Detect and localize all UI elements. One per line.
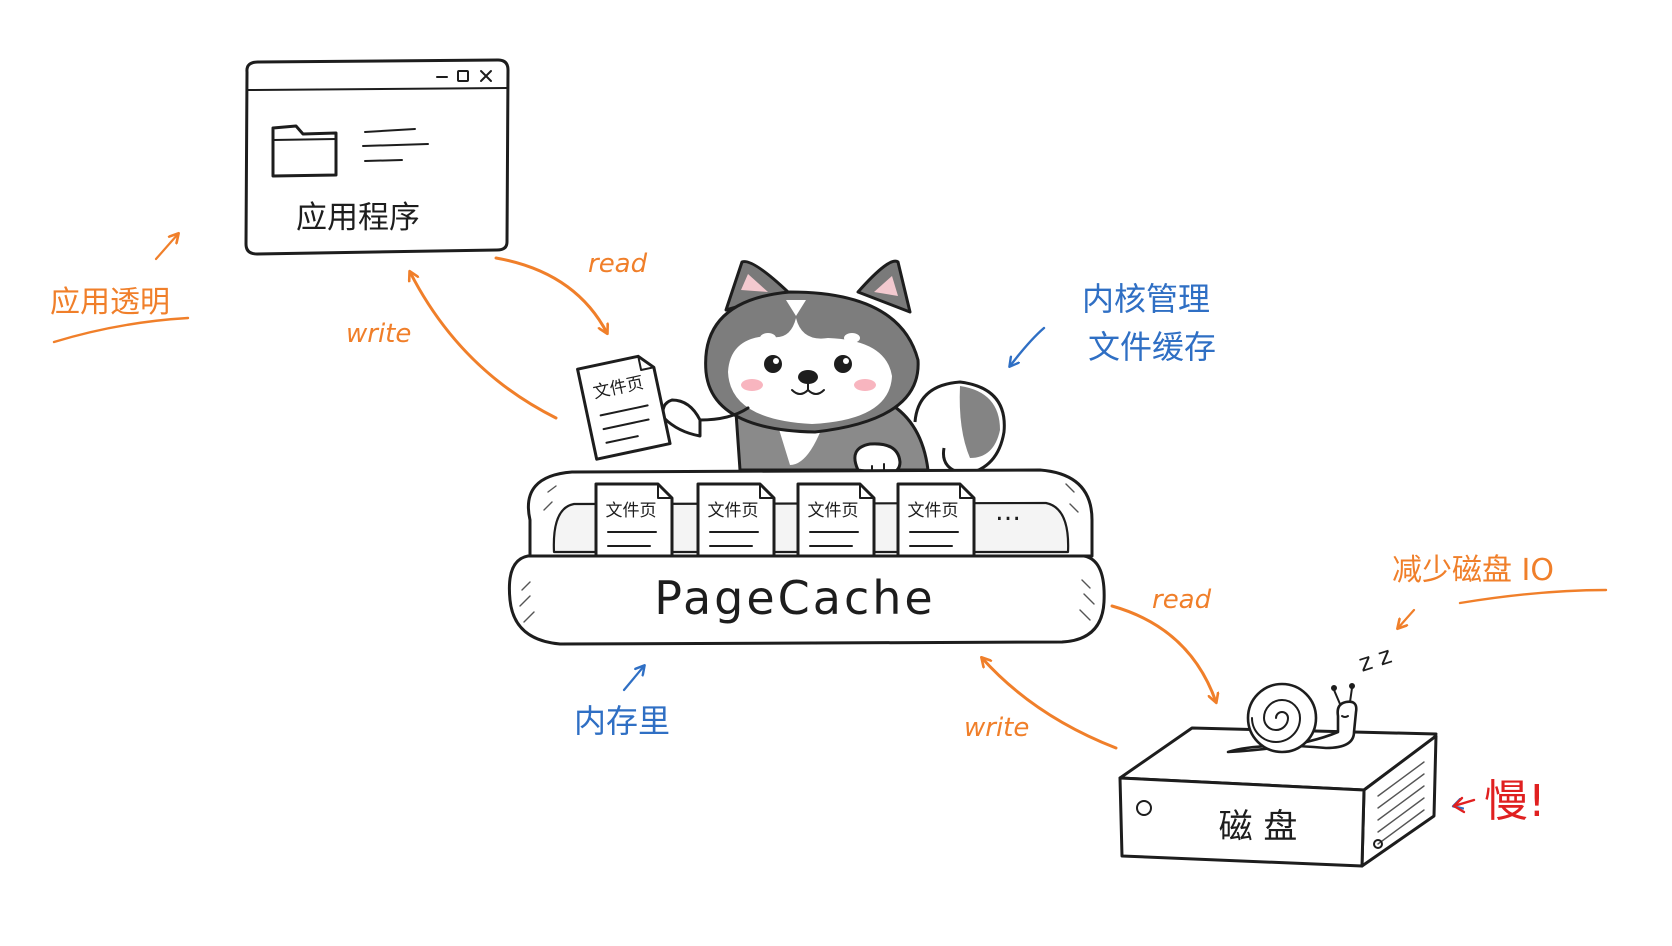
text-lines-icon xyxy=(362,128,429,162)
disk-write-arrow xyxy=(982,658,1118,750)
reduce-io-text: 减少磁盘 IO xyxy=(1392,553,1554,588)
disk-write-label: write xyxy=(964,713,1029,743)
app-read-label: read xyxy=(588,249,648,279)
window-close-icon xyxy=(480,70,492,82)
reduce-io-annotation: 减少磁盘 IO xyxy=(1392,553,1608,628)
application-window: 应用程序 xyxy=(244,58,510,256)
disk-label: 磁 盘 xyxy=(1219,807,1298,847)
app-transparent-annotation: 应用透明 xyxy=(50,234,190,344)
cache-more-ellipsis: … xyxy=(995,497,1021,527)
cache-file-page-label: 文件页 xyxy=(808,501,859,521)
in-memory-annotation: 内存里 xyxy=(574,666,670,740)
snail-snooze: z z xyxy=(1355,641,1395,678)
app-window-label: 应用程序 xyxy=(296,200,420,236)
app-read-arrow xyxy=(494,256,607,333)
snail-icon xyxy=(1226,682,1358,754)
husky-tail xyxy=(913,380,1006,476)
cache-file-page: 文件页 xyxy=(896,482,976,562)
cache-file-page: 文件页 xyxy=(594,482,674,562)
disk-box: 磁 盘 xyxy=(1118,726,1438,868)
cache-file-page-label: 文件页 xyxy=(606,501,657,521)
kernel-manages-line2: 文件缓存 xyxy=(1088,328,1216,366)
held-file-page: 文件页 xyxy=(576,354,672,461)
cache-file-page-label: 文件页 xyxy=(908,501,959,521)
app-write-arrow xyxy=(410,272,558,420)
husky-eyes xyxy=(764,355,852,373)
kernel-manages-line1: 内核管理 xyxy=(1082,280,1210,318)
disk-read-arrow xyxy=(1110,604,1216,702)
app-transparent-text: 应用透明 xyxy=(50,285,170,320)
page-cache-label: PageCache xyxy=(654,571,935,625)
husky-mascot xyxy=(661,259,1006,476)
in-memory-text: 内存里 xyxy=(574,702,670,740)
app-write-label: write xyxy=(346,319,411,349)
cache-file-page: 文件页 xyxy=(696,482,776,562)
folder-icon xyxy=(271,124,338,178)
slow-annotation: 慢! xyxy=(1454,776,1546,827)
window-maximize-icon xyxy=(457,70,469,82)
kernel-manages-annotation: 内核管理 文件缓存 xyxy=(1010,280,1216,366)
page-cache-bed: 文件页 文件页 文件页 文件页 … PageCache xyxy=(507,468,1106,646)
disk-read-label: read xyxy=(1152,585,1212,615)
cache-file-page: 文件页 xyxy=(796,482,876,562)
cache-file-page-label: 文件页 xyxy=(708,501,759,521)
slow-text: 慢! xyxy=(1484,776,1546,827)
